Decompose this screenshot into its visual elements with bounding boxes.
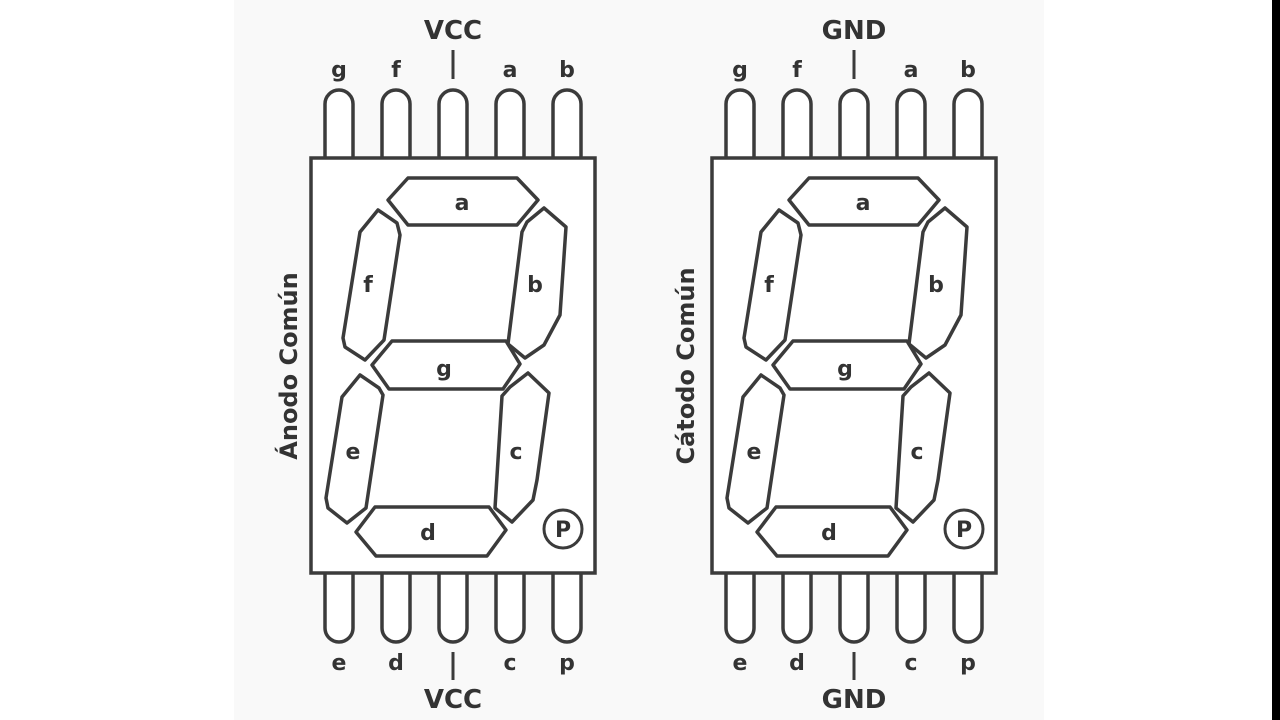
bottom-pin-label-e: e xyxy=(332,651,347,676)
segment-d xyxy=(755,505,909,558)
segment-e-label: e xyxy=(747,440,762,465)
segment-e xyxy=(324,373,385,525)
segment-a-label: a xyxy=(856,191,871,216)
segment-d xyxy=(354,505,508,558)
decimal-point-label: P xyxy=(956,518,972,543)
top-pin-label-b: b xyxy=(960,58,976,83)
top-pin-label-a: a xyxy=(503,58,518,83)
segment-f xyxy=(341,208,402,362)
segment-c xyxy=(493,371,551,524)
top-power-label: GND xyxy=(822,16,887,46)
bottom-power-label: VCC xyxy=(424,685,482,715)
top-pin-label-g: g xyxy=(331,58,347,83)
segment-c xyxy=(894,371,952,524)
segment-a xyxy=(386,176,540,227)
top-pin-label-g: g xyxy=(732,58,748,83)
segment-b xyxy=(506,206,568,360)
decimal-point-label: P xyxy=(555,518,571,543)
bottom-power-label: GND xyxy=(822,685,887,715)
segment-f xyxy=(742,208,803,362)
bottom-pin-label-c: c xyxy=(503,651,516,676)
top-pin-label-b: b xyxy=(559,58,575,83)
segment-f-label: f xyxy=(764,273,774,298)
edge-bar xyxy=(1272,0,1280,720)
top-power-label: VCC xyxy=(424,16,482,46)
side-label: Ánodo Común xyxy=(274,272,303,459)
segment-b-label: b xyxy=(527,273,543,298)
segment-b xyxy=(907,206,969,360)
segment-e xyxy=(725,373,786,525)
bottom-pin-label-e: e xyxy=(733,651,748,676)
decimal-point xyxy=(542,508,584,550)
decimal-point xyxy=(943,508,985,550)
segment-d-label: d xyxy=(821,521,837,546)
segment-g-label: g xyxy=(436,357,452,382)
segment-g-label: g xyxy=(837,357,853,382)
segment-g xyxy=(771,339,923,391)
display-anode: a f b g e c d P g f a b VCC e d c p VCC … xyxy=(274,16,597,715)
bottom-pin-label-p: p xyxy=(960,651,976,676)
segment-b-label: b xyxy=(928,273,944,298)
display-cathode: a f b g e c d P g f a b GND e d c p GND … xyxy=(672,16,998,715)
segment-a-label: a xyxy=(455,191,470,216)
segment-c-label: c xyxy=(910,440,923,465)
segment-f-label: f xyxy=(363,273,373,298)
bottom-pin-label-p: p xyxy=(559,651,575,676)
segment-d-label: d xyxy=(420,521,436,546)
bottom-pin-label-d: d xyxy=(789,651,805,676)
segment-g xyxy=(370,339,522,391)
top-pin-label-f: f xyxy=(792,58,802,83)
bottom-pin-label-c: c xyxy=(904,651,917,676)
top-pin-label-f: f xyxy=(391,58,401,83)
top-pin-label-a: a xyxy=(904,58,919,83)
segment-c-label: c xyxy=(509,440,522,465)
bottom-pin-label-d: d xyxy=(388,651,404,676)
segment-e-label: e xyxy=(346,440,361,465)
side-label: Cátodo Común xyxy=(672,267,700,464)
segment-a xyxy=(787,176,941,227)
